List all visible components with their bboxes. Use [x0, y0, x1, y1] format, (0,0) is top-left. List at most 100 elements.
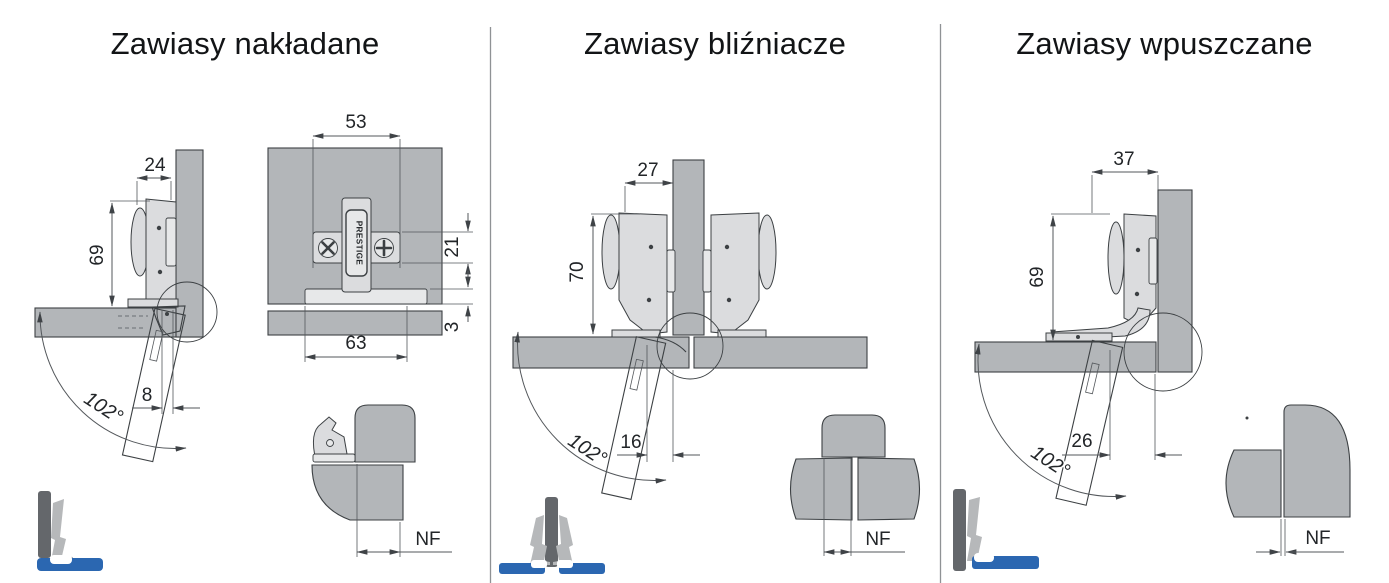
icon-hinge	[967, 497, 989, 561]
section-twin-diagram: 27 70 16 102°	[499, 159, 921, 574]
icon-cabinet-bar	[953, 489, 966, 571]
dim-label-53: 53	[345, 112, 366, 133]
dim-reveal: 3	[430, 271, 473, 332]
stray-mark	[1245, 416, 1249, 420]
hinge-side	[1045, 213, 1158, 342]
dim-base-width: 63	[304, 306, 408, 362]
twin-application-icon	[499, 497, 605, 574]
icon-partition-bar	[545, 497, 558, 567]
twin-side-view: 27 70 16 102°	[512, 159, 868, 501]
partition-panel	[672, 159, 705, 336]
icon-hinge-notch	[974, 553, 994, 562]
icon-hinge-right	[553, 515, 573, 565]
section-title-inset: Zawiasy wpuszczane	[1016, 26, 1313, 61]
icon-hinge	[51, 499, 73, 561]
section-title-overlay: Zawiasy nakładane	[110, 26, 380, 61]
twin-corner-detail: NF	[789, 414, 921, 556]
hinge-left	[601, 212, 687, 353]
cabinet-end-section	[354, 404, 416, 463]
icon-door-bar	[38, 491, 51, 558]
hinge-arm	[618, 212, 668, 335]
angle-label: 102°	[564, 429, 611, 470]
hinge-cup-detail	[312, 416, 348, 462]
dim-overlay-depth: 37	[1091, 149, 1159, 213]
hinge-foot	[127, 298, 179, 308]
section-title-twin: Zawiasy bliźniacze	[583, 26, 847, 61]
cabinet-side-section	[1283, 404, 1351, 518]
hinge-right	[702, 212, 777, 338]
nf-label: NF	[415, 529, 440, 550]
dim-label-16: 16	[620, 432, 641, 453]
hinge-foot	[717, 329, 767, 338]
hinge-slide	[1148, 237, 1158, 285]
screw-dot	[157, 269, 163, 275]
screw-dot	[156, 225, 162, 231]
dim-label-69: 69	[1027, 266, 1048, 287]
inset-corner-detail: NF	[1225, 404, 1351, 556]
overlay-front-view: PRESTIGE 53	[267, 112, 473, 362]
cup-flange	[312, 453, 356, 463]
angle-label: 102°	[80, 387, 127, 428]
dim-overlay-depth: 24	[136, 155, 172, 205]
hinge-boss	[1107, 221, 1125, 295]
nf-label: NF	[865, 529, 890, 550]
nf-label: NF	[1305, 528, 1330, 549]
screw-dot	[165, 312, 169, 316]
left-door-band	[512, 336, 690, 369]
icon-hinge-notch	[50, 555, 72, 564]
mounting-plate: PRESTIGE	[312, 197, 401, 293]
hinge-side	[118, 198, 186, 336]
icon-hinge-left	[530, 515, 550, 565]
right-door-band	[693, 336, 868, 369]
angle-label: 102°	[1027, 441, 1074, 482]
hinge-arm	[710, 212, 760, 335]
cabinet-side-panel	[1157, 189, 1193, 373]
dim-label-8: 8	[142, 385, 153, 406]
dim-label-69: 69	[87, 244, 108, 265]
dim-overlay-depth: 27	[624, 160, 674, 212]
overlay-corner-detail: NF	[311, 404, 452, 557]
left-door-section	[789, 457, 853, 521]
dim-label-70: 70	[567, 261, 588, 282]
cabinet-front-band	[267, 310, 443, 336]
overlay-application-icon	[37, 491, 103, 571]
inset-application-icon	[953, 489, 1039, 571]
dim-min-gap: NF	[1256, 519, 1344, 556]
dim-plate-width: 53	[312, 112, 401, 268]
section-overlay-diagram: 24 69 8 102°	[34, 112, 473, 571]
cup-hole	[326, 439, 334, 447]
hinge-foot	[611, 329, 661, 338]
brand-plaque	[345, 209, 368, 277]
brand-label: PRESTIGE	[355, 221, 364, 266]
hinge-slide	[702, 249, 712, 293]
icon-hinge-notch	[557, 560, 573, 568]
dim-height: 69	[1027, 213, 1110, 341]
angle-arc	[974, 343, 1127, 500]
dim-min-gap: NF	[356, 464, 452, 557]
hinge-slide	[165, 217, 177, 267]
dim-label-37: 37	[1113, 149, 1134, 170]
dim-height: 70	[567, 213, 640, 335]
dim-label-3: 3	[442, 322, 463, 333]
door-band	[974, 341, 1157, 373]
section-inset-diagram: 37 69 26 102°	[953, 149, 1351, 571]
partition-end-section	[821, 414, 886, 458]
door-panel	[175, 149, 204, 338]
dim-label-63: 63	[345, 333, 366, 354]
dim-min-gap: NF	[823, 458, 905, 556]
right-door-section	[857, 457, 921, 521]
dim-label-27: 27	[637, 160, 658, 181]
screw-right	[374, 238, 394, 258]
dim-label-26: 26	[1071, 431, 1092, 452]
dim-label-24: 24	[144, 155, 166, 176]
dim-height: 69	[87, 200, 150, 307]
angle-arc	[514, 331, 667, 484]
door-edge-section	[311, 464, 404, 521]
hinge-slide	[666, 249, 676, 293]
angle-arc	[37, 311, 187, 452]
icon-hinge-notch	[531, 560, 547, 568]
dim-label-21: 21	[442, 236, 463, 257]
overlay-side-view: 24 69 8 102°	[34, 149, 218, 463]
screw-left	[318, 238, 338, 258]
